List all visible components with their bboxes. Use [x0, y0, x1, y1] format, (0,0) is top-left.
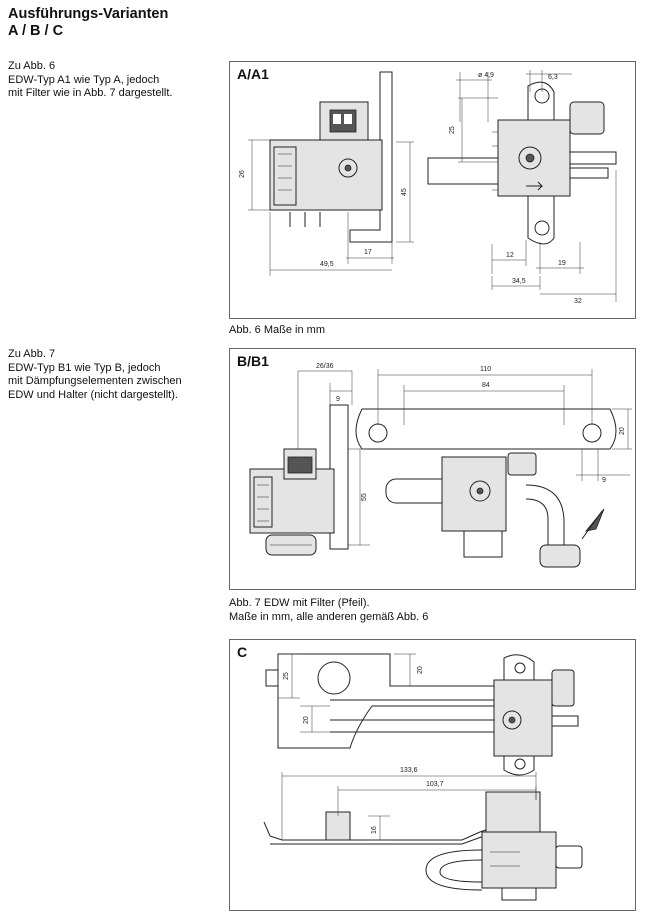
dim-label: 84	[482, 382, 490, 389]
note-text: mit Filter wie in Abb. 7 dargestellt.	[8, 87, 173, 99]
caption-abb7: Abb. 7 EDW mit Filter (Pfeil). Maße in m…	[229, 597, 428, 624]
caption-line: Abb. 7 EDW mit Filter (Pfeil).	[229, 597, 370, 609]
dim-label: 6,3	[548, 74, 558, 81]
dim-label: 26	[239, 170, 246, 178]
drawing-c: 25 20 20 133,6 103,7 16	[263, 653, 583, 901]
side-view	[249, 404, 349, 556]
dim-label: 25	[283, 672, 290, 680]
dim-label: 17	[364, 249, 372, 256]
page-heading: Ausführungs-Varianten A / B / C	[8, 6, 168, 40]
front-view	[427, 81, 617, 245]
dim-label: 20	[619, 427, 626, 435]
dim-label: 49,5	[320, 261, 334, 268]
figure-label: C	[237, 644, 248, 660]
dim-label: 133,6	[400, 767, 418, 774]
dim-label: 32	[574, 298, 582, 305]
top-view	[355, 408, 617, 568]
figure-c: C 25 2	[229, 639, 636, 911]
dim-label: 103,7	[426, 781, 444, 788]
dim-label: 55	[361, 493, 368, 501]
note-text: EDW-Typ B1 wie Typ B, jedoch	[8, 361, 161, 374]
dim-label: 9	[602, 477, 606, 484]
dimensions: 26/36 9 110 84 20 9 55	[297, 363, 632, 546]
side-view	[269, 71, 393, 243]
top-view	[265, 653, 579, 776]
figure-a: A/A1	[229, 61, 636, 319]
figure-b: B/B1 26/36	[229, 348, 636, 590]
figure-label: B/B1	[237, 353, 269, 369]
valve-body-top	[441, 456, 507, 532]
dim-label: 12	[506, 252, 514, 259]
note-ref: Zu Abb. 6	[8, 60, 56, 72]
dim-label: 19	[558, 260, 566, 267]
dim-label: 20	[303, 716, 310, 724]
dimensions: ø 4,9 6,3 25 26 45 17 49,5 12 19 34,5 32	[239, 70, 617, 305]
dim-label: 45	[401, 188, 408, 196]
dim-label: 110	[480, 366, 491, 373]
dim-label: 9	[336, 396, 340, 403]
note-text: mit Dämpfungselementen zwischen	[8, 375, 182, 387]
note-abb6: Zu Abb. 6 EDW-Typ A1 wie Typ A, jedoch m…	[8, 60, 172, 101]
caption-abb6: Abb. 6 Maße in mm	[229, 324, 325, 336]
side-view	[263, 791, 583, 901]
note-abb7: Zu Abb. 7 EDW-Typ B1 wie Typ B, jedoch m…	[8, 348, 182, 402]
dim-label: 34,5	[512, 278, 526, 285]
figure-label: A/A1	[237, 66, 269, 82]
dim-label: 16	[371, 826, 378, 834]
note-ref: Zu Abb. 7	[8, 348, 56, 360]
dim-label: 26/36	[316, 363, 334, 370]
dim-label: 20	[417, 666, 424, 674]
caption-line: Maße in mm, alle anderen gemäß Abb. 6	[229, 610, 429, 623]
dim-label: 25	[449, 126, 456, 134]
drawing-b: 26/36 9 110 84 20 9 55	[249, 363, 632, 568]
note-text: EDW und Halter (nicht dargestellt).	[8, 388, 178, 401]
note-text: EDW-Typ A1 wie Typ A, jedoch	[8, 73, 160, 86]
valve-body-top	[493, 679, 553, 757]
valve-body-side	[269, 139, 383, 211]
heading-line2: A / B / C	[8, 23, 64, 39]
dimensions: 25 20 20 133,6 103,7 16	[278, 653, 537, 841]
heading-line1: Ausführungs-Varianten	[8, 6, 169, 22]
dim-label: ø 4,9	[478, 72, 494, 79]
drawing-a: ø 4,9 6,3 25 26 45 17 49,5 12 19 34,5 32	[239, 70, 617, 305]
filter	[539, 544, 581, 568]
valve-body-side	[485, 791, 541, 833]
